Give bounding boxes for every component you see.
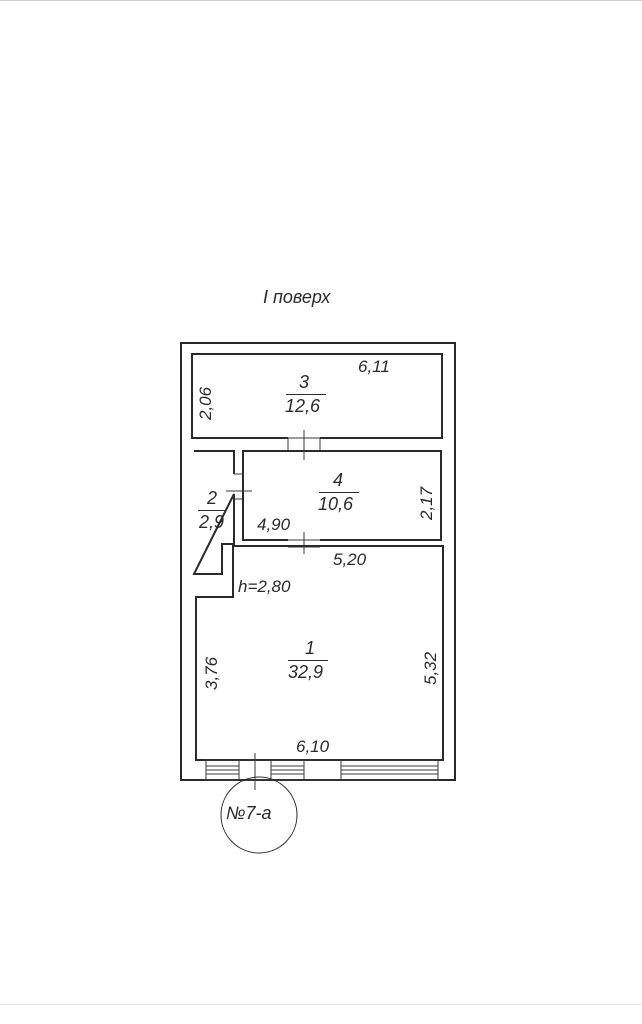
room-1-area: 32,9 <box>288 662 324 682</box>
room-2-outline <box>192 450 235 575</box>
room-2-area: 2,9 <box>199 512 225 532</box>
room-4-area: 10,6 <box>318 494 354 514</box>
dim-room3-height: 2,06 <box>196 386 215 420</box>
ceiling-height: h=2,80 <box>238 577 291 596</box>
unit-marker-circle <box>220 776 298 854</box>
fraction-bar <box>288 660 328 661</box>
dim-room1-bottom-width: 6,10 <box>296 737 330 756</box>
dim-room1-right-height: 5,32 <box>421 651 440 685</box>
dim-room1-left-height: 3,76 <box>202 656 221 690</box>
room-1-outline <box>195 545 444 761</box>
fraction-bar <box>198 510 226 511</box>
dim-room4-width: 4,90 <box>257 515 291 534</box>
dim-room3-width: 6,11 <box>358 357 390 376</box>
room-3-area: 12,6 <box>285 396 321 416</box>
room-4-number: 4 <box>333 470 344 490</box>
bottom-border <box>0 1004 642 1005</box>
unit-marker-label: №7-а <box>226 803 272 823</box>
fraction-bar <box>319 492 359 493</box>
room-1-number: 1 <box>305 638 316 658</box>
dim-room4-height: 2,17 <box>417 486 436 520</box>
room-2-number: 2 <box>207 488 218 508</box>
room-4-outline <box>242 450 442 541</box>
room-3-number: 3 <box>299 372 310 392</box>
dim-room1-top-width: 5,20 <box>333 550 367 569</box>
top-border <box>0 0 642 1</box>
floor-title: I поверх <box>263 287 331 307</box>
fraction-bar <box>286 394 326 395</box>
door-panel <box>303 759 342 781</box>
